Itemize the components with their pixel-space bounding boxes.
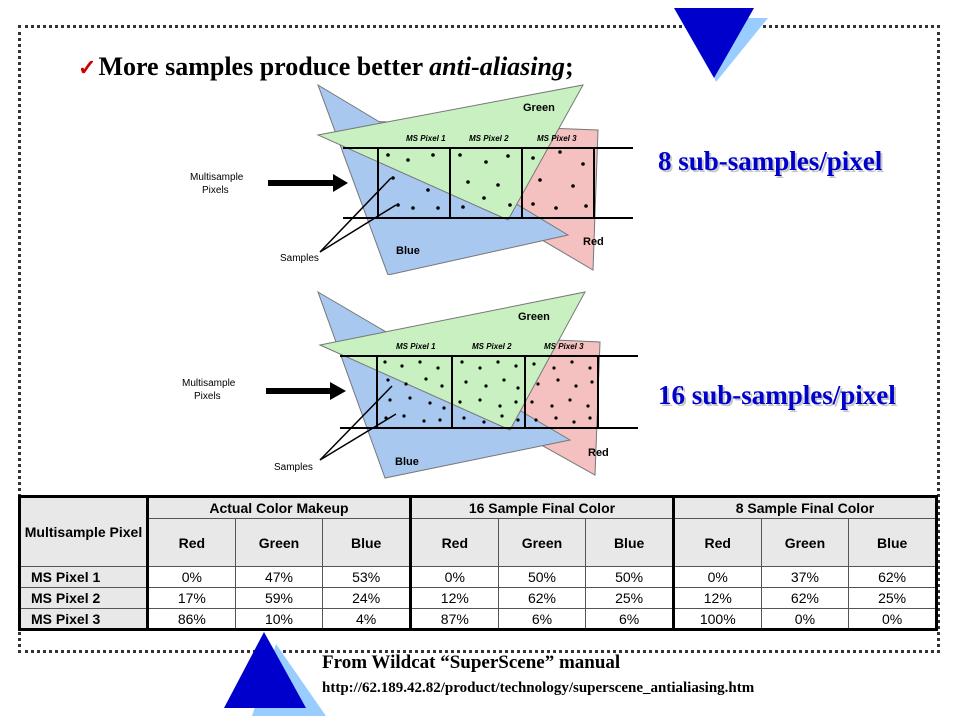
- table-cell: 12%: [408, 587, 499, 609]
- label-16-subsamples: 16 sub-samples/pixel: [658, 380, 896, 410]
- pixel-label-2: MS Pixel 2: [469, 134, 509, 143]
- sample-dots: [383, 360, 594, 424]
- subheader-cell: Blue: [585, 518, 674, 567]
- table-cell: 0%: [760, 608, 850, 630]
- row-label: MS Pixel 3: [19, 608, 148, 630]
- multisample-label-line2: Pixels: [194, 391, 221, 402]
- row-label: MS Pixel 2: [19, 587, 148, 609]
- group-header-8: 8 Sample Final Color: [671, 496, 938, 519]
- credit-url: http://62.189.42.82/product/technology/s…: [322, 680, 755, 696]
- pixel-label-1: MS Pixel 1: [396, 342, 436, 351]
- pixel-label-2: MS Pixel 2: [472, 342, 512, 351]
- multisample-label-line2: Pixels: [202, 185, 229, 196]
- table-cell: 87%: [408, 608, 499, 630]
- table-cell: 37%: [760, 566, 850, 588]
- green-label: Green: [523, 102, 555, 114]
- group-header-actual: Actual Color Makeup: [146, 496, 411, 519]
- table-cell: 6%: [585, 608, 674, 630]
- arrow-icon: [266, 382, 346, 400]
- pixel-label-3: MS Pixel 3: [544, 342, 584, 351]
- diagram-16-samples: MS Pixel 1 MS Pixel 2 MS Pixel 3 Green B…: [182, 290, 638, 479]
- triangle-decoration-top: [674, 8, 768, 82]
- subheader-cell: Green: [234, 518, 324, 567]
- table-cell: 47%: [234, 566, 324, 588]
- checkmark-icon: ✓: [78, 55, 97, 80]
- row-header-cell: Multisample Pixel: [19, 496, 148, 567]
- pixel-label-3: MS Pixel 3: [537, 134, 577, 143]
- bullet-text: More samples produce better: [98, 52, 430, 81]
- subheader-cell: Green: [760, 518, 850, 567]
- triangle-decoration-bottom: [224, 632, 326, 716]
- table-cell: 25%: [848, 587, 937, 609]
- samples-label: Samples: [280, 253, 319, 264]
- pixel-label-1: MS Pixel 1: [406, 134, 446, 143]
- multisample-label-line1: Multisample: [190, 172, 244, 183]
- table-cell: 53%: [322, 566, 411, 588]
- blue-label: Blue: [395, 456, 419, 468]
- bullet-emphasis: anti-aliasing: [429, 52, 565, 81]
- red-label: Red: [588, 447, 609, 459]
- subheader-cell: Red: [671, 518, 762, 567]
- subheader-cell: Green: [497, 518, 587, 567]
- table-cell: 6%: [497, 608, 587, 630]
- red-label: Red: [583, 236, 604, 248]
- label-8-subsamples: 8 sub-samples/pixel: [658, 146, 883, 176]
- credit-source: From Wildcat “SuperScene” manual: [322, 652, 621, 673]
- subheader-cell: Blue: [322, 518, 411, 567]
- table-cell: 0%: [671, 566, 762, 588]
- table-cell: 100%: [671, 608, 762, 630]
- bullet-suffix: ;: [565, 52, 574, 81]
- color-makeup-table: Multisample Pixel Actual Color Makeup 16…: [18, 495, 938, 631]
- table-cell: 4%: [322, 608, 411, 630]
- arrow-icon: [268, 174, 348, 192]
- group-header-16: 16 Sample Final Color: [408, 496, 674, 519]
- row-label: MS Pixel 1: [19, 566, 148, 588]
- table-cell: 17%: [146, 587, 236, 609]
- subheader-cell: Blue: [848, 518, 937, 567]
- green-label: Green: [518, 311, 550, 323]
- slide-frame: [18, 25, 940, 653]
- subheader-cell: Red: [408, 518, 499, 567]
- table-cell: 0%: [146, 566, 236, 588]
- table-cell: 12%: [671, 587, 762, 609]
- samples-label: Samples: [274, 462, 313, 473]
- table-cell: 62%: [497, 587, 587, 609]
- table-cell: 62%: [760, 587, 850, 609]
- bullet-point: ✓More samples produce better anti-aliasi…: [78, 52, 574, 82]
- table-cell: 10%: [234, 608, 324, 630]
- subheader-cell: Red: [146, 518, 236, 567]
- table-cell: 62%: [848, 566, 937, 588]
- sample-dots: [386, 150, 588, 210]
- table-cell: 0%: [848, 608, 937, 630]
- table-cell: 86%: [146, 608, 236, 630]
- blue-label: Blue: [396, 245, 420, 257]
- table-cell: 25%: [585, 587, 674, 609]
- diagram-8-samples: MS Pixel 1 MS Pixel 2 MS Pixel 3 Green B…: [190, 83, 633, 275]
- multisample-label-line1: Multisample: [182, 378, 236, 389]
- table-cell: 50%: [585, 566, 674, 588]
- table-cell: 0%: [408, 566, 499, 588]
- table-cell: 50%: [497, 566, 587, 588]
- table-cell: 59%: [234, 587, 324, 609]
- table-cell: 24%: [322, 587, 411, 609]
